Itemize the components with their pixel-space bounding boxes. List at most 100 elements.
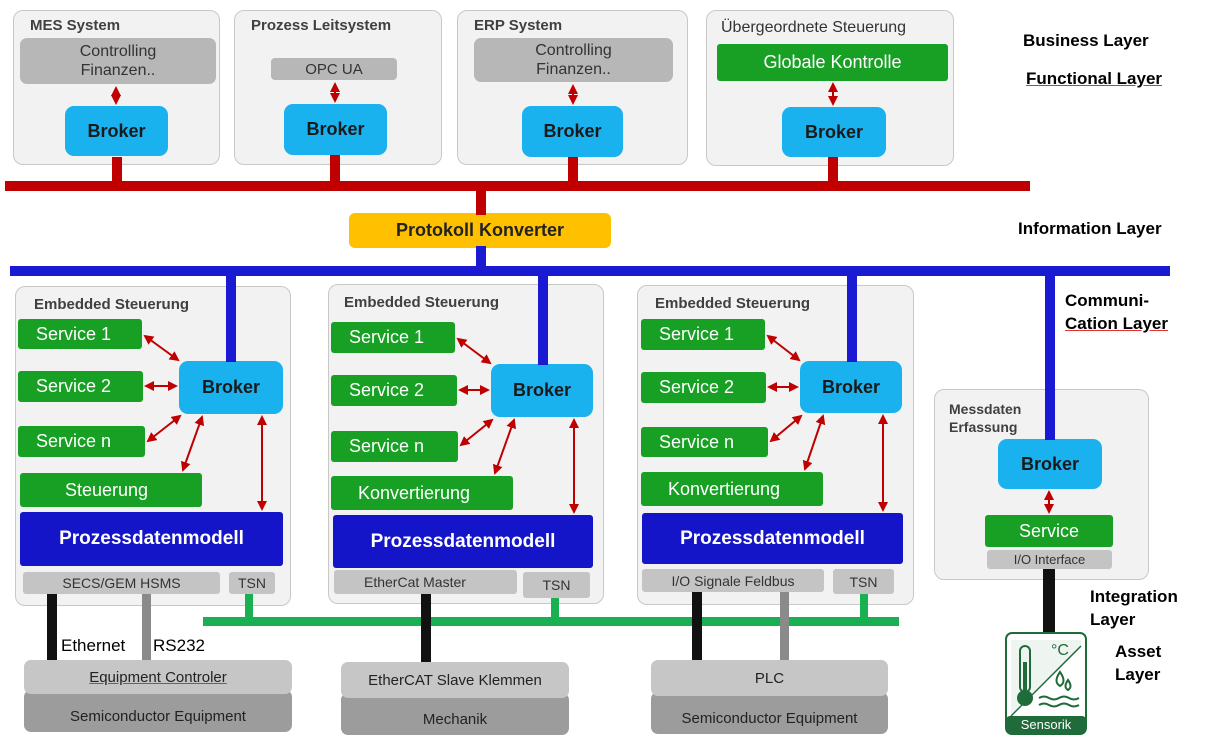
service-1-box-3: Service 1 — [641, 319, 765, 350]
erp-broker: Broker — [522, 106, 623, 157]
plc-label: PLC — [754, 669, 785, 687]
blue-drop-1 — [226, 274, 236, 362]
protokoll-konverter-box: Protokoll Konverter — [349, 213, 611, 248]
io-interface-box: I/O Interface — [987, 550, 1112, 569]
plc-box: PLC — [651, 660, 888, 696]
uebergeordnete-steuerung-title: Übergeordnete Steuerung — [721, 19, 907, 36]
mechanik-label: Mechanik — [422, 710, 488, 728]
feldbus-cable-2 — [780, 592, 789, 662]
integration-layer-label-2: Layer — [1090, 610, 1136, 629]
ethercat-cable — [421, 594, 431, 664]
secs-gem-hsms-box: SECS/GEM HSMS — [23, 572, 220, 594]
embedded-title-2: Embedded Steuerung — [344, 294, 500, 311]
embedded-title-3: Embedded Steuerung — [655, 295, 811, 312]
sensor-cable — [1043, 569, 1055, 634]
ethernet-cable — [47, 594, 57, 662]
prozess-broker: Broker — [284, 104, 387, 155]
equipment-controler-label: Equipment Controler — [89, 668, 227, 686]
embedded-broker-2: Broker — [491, 364, 593, 417]
prozessdatenmodell-1: Prozessdatenmodell — [20, 512, 283, 566]
ethercat-slave-klemmen-label: EtherCAT Slave Klemmen — [368, 671, 542, 689]
embedded-broker-1: Broker — [179, 361, 283, 414]
globale-kontrolle-box: Globale Kontrolle — [717, 44, 948, 81]
service-2-box-2: Service 2 — [331, 375, 457, 406]
red-drop-1 — [112, 157, 122, 183]
blue-to-converter — [476, 246, 486, 268]
functional-layer-label: Functional Layer — [1026, 69, 1163, 88]
tsn-box-1: TSN — [229, 572, 275, 594]
opc-ua-box: OPC UA — [271, 58, 397, 80]
asset-layer-label-1: Asset — [1115, 642, 1162, 661]
arrow-e1-ctrl — [180, 415, 205, 472]
service-1-box-2: Service 1 — [331, 322, 455, 353]
information-layer-label: Information Layer — [1018, 219, 1162, 238]
rs232-cable — [142, 594, 151, 662]
asset-layer-label-2: Layer — [1115, 665, 1161, 684]
green-drop-1 — [245, 594, 253, 620]
green-drop-3 — [860, 594, 868, 620]
blue-drop-2 — [538, 274, 548, 365]
prozess-leitsystem-title: Prozess Leitsystem — [251, 17, 392, 34]
service-2-box-1: Service 2 — [18, 371, 143, 402]
red-drop-4 — [828, 157, 838, 183]
sensor-unit-label: °C — [1051, 642, 1069, 659]
blue-bus-line — [10, 266, 1170, 276]
arrow-e3-s1 — [766, 334, 801, 362]
embedded-broker-3: Broker — [800, 361, 902, 413]
service-1-box-1: Service 1 — [18, 319, 142, 349]
arrow-e2-sn — [459, 418, 494, 447]
io-signale-feldbus-box: I/O Signale Feldbus — [642, 569, 824, 592]
communication-layer-label-1: Communi- — [1065, 291, 1150, 310]
arrow-e1-sn — [146, 414, 182, 443]
mes-broker: Broker — [65, 106, 168, 156]
tsn-box-2: TSN — [523, 572, 590, 598]
integration-layer-label-1: Integration — [1090, 587, 1178, 606]
red-bus-line — [5, 181, 1030, 191]
service-n-box-3: Service n — [641, 427, 768, 457]
messdaten-service-box: Service — [985, 515, 1113, 547]
communication-layer-label-2: Cation Layer — [1065, 314, 1168, 333]
red-drop-3 — [568, 157, 578, 183]
mes-system-title: MES System — [30, 17, 121, 34]
mes-controlling-box: Controlling Finanzen.. — [20, 38, 216, 84]
konvertierung-box-3: Konvertierung — [641, 472, 823, 506]
ethernet-label: Ethernet — [61, 636, 126, 656]
arrow-e3-ctrl — [802, 414, 826, 471]
arrow-e3-sn — [769, 414, 803, 443]
steuerung-box-1: Steuerung — [20, 473, 202, 507]
ethercat-slave-klemmen-box: EtherCAT Slave Klemmen — [341, 662, 569, 698]
service-n-box-1: Service n — [18, 426, 145, 457]
arrow-e2-s1 — [456, 337, 492, 365]
ethercat-master-box: EtherCat Master — [334, 570, 517, 594]
erp-system-title: ERP System — [474, 17, 563, 34]
blue-drop-4 — [1045, 274, 1055, 440]
prozessdatenmodell-3: Prozessdatenmodell — [642, 513, 903, 564]
business-layer-label: Business Layer — [1023, 31, 1149, 50]
semiconductor-equipment-3: Semiconductor Equipment — [651, 692, 888, 734]
semiconductor-equipment-1-label: Semiconductor Equipment — [70, 707, 246, 725]
service-2-box-3: Service 2 — [641, 372, 766, 403]
service-n-box-2: Service n — [331, 431, 458, 462]
konvertierung-box-2: Konvertierung — [331, 476, 513, 510]
prozessdatenmodell-2: Prozessdatenmodell — [333, 515, 593, 568]
arrow-e1-s1 — [143, 334, 180, 362]
green-drop-2 — [551, 598, 559, 620]
arrow-e2-ctrl — [492, 418, 517, 475]
green-tsn-bus — [203, 617, 899, 626]
messdaten-broker: Broker — [998, 439, 1102, 489]
sensorik-label: Sensorik — [1020, 717, 1072, 732]
steuerung-broker: Broker — [782, 107, 886, 157]
red-drop-2 — [330, 155, 340, 183]
sensorik-icon: °C Sensorik — [1005, 632, 1087, 735]
messdaten-title-line1: Messdaten — [949, 401, 1022, 417]
rs232-label: RS232 — [153, 636, 205, 656]
mechanik-box: Mechanik — [341, 693, 569, 735]
embedded-title-1: Embedded Steuerung — [34, 296, 190, 313]
feldbus-cable-1 — [692, 592, 702, 662]
tsn-box-3: TSN — [833, 569, 894, 594]
erp-controlling-box: Controlling Finanzen.. — [474, 38, 673, 82]
blue-drop-3 — [847, 274, 857, 362]
semiconductor-equipment-3-label: Semiconductor Equipment — [681, 709, 858, 727]
equipment-controler-box: Equipment Controler — [24, 660, 292, 694]
